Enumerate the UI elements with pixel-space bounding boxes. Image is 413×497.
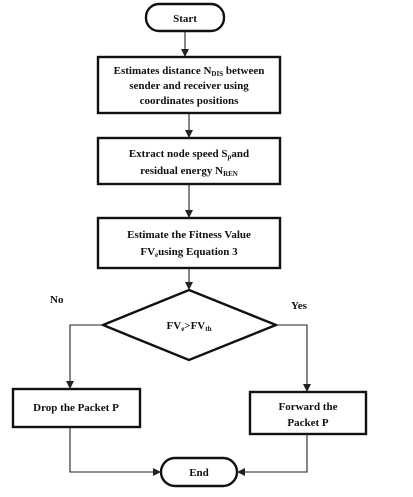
- fitness-line2: FVeusing Equation 3: [140, 246, 238, 259]
- forward-packet-box: Forward the Packet P: [248, 390, 368, 436]
- decision-label: FVe>FVth: [167, 320, 212, 333]
- forward-packet-line2: Packet P: [287, 417, 329, 429]
- fitness-box: Estimate the Fitness Value FVeusing Equa…: [96, 216, 282, 270]
- edge-no-branch: [66, 324, 103, 389]
- drop-packet-label: Drop the Packet P: [33, 402, 119, 414]
- start-node: Start: [144, 2, 226, 33]
- extract-speed-line1: Extract node speed Spand: [129, 148, 249, 161]
- yes-label: Yes: [291, 300, 308, 312]
- estimate-distance-line3: coordinates positions: [140, 95, 239, 107]
- edge-forward-to-end: [237, 434, 308, 476]
- no-label: No: [50, 294, 64, 306]
- estimate-distance-line2: sender and receiver using: [129, 80, 249, 92]
- estimate-distance-line1: Estimates distance NDIS between: [114, 65, 265, 78]
- extract-speed-box: Extract node speed Spand residual energy…: [96, 136, 282, 186]
- extract-speed-line2: residual energy NREN: [140, 165, 238, 178]
- end-label: End: [189, 467, 209, 479]
- edge-yes-branch: [276, 324, 311, 392]
- end-node: End: [159, 456, 239, 488]
- start-label: Start: [173, 13, 197, 25]
- decision-diamond: FVe>FVth: [99, 288, 280, 362]
- forward-packet-line1: Forward the: [279, 401, 338, 413]
- fitness-line1: Estimate the Fitness Value: [127, 229, 251, 241]
- drop-packet-box: Drop the Packet P: [11, 387, 142, 429]
- estimate-distance-box: Estimates distance NDIS between sender a…: [96, 55, 282, 115]
- edge-drop-to-end: [69, 427, 161, 476]
